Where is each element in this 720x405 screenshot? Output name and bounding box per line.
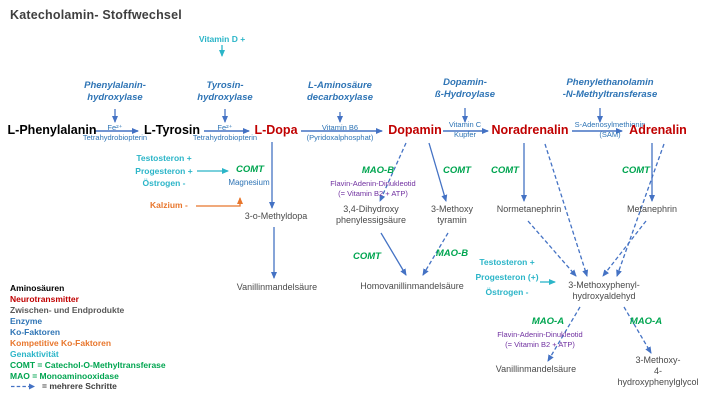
legend-item-kompetitive-kofaktoren: Kompetitive Ko-Faktoren: [10, 338, 112, 348]
arrow-adrenalin-aldehyd: [616, 143, 665, 277]
legend-item-kofaktoren: Ko-Faktoren: [10, 327, 61, 337]
enzyme-block-phenylalanin-hydroxylase: Phenylalanin- hydroxylase Fe²⁺ Tetrahydr…: [83, 62, 147, 160]
legend-item-comt: COMT = Catechol-O-Methyltransferase: [10, 360, 166, 370]
product-normetanephrin: Normetanephrin: [496, 204, 562, 214]
legend-item-mao: MAO = Monoaminooxidase: [10, 371, 119, 381]
arrow-normetanephrin-aldehyd: [527, 220, 577, 277]
arrow-dopamin-methoxytyramin: [428, 142, 448, 202]
legend-item-aminosaeuren: Aminosäuren: [10, 283, 65, 293]
enzyme-block-dopamin-b-hydroxylase: Dopamin- ß-Hydroylase Vitamin C Kupfer: [435, 59, 495, 157]
enzyme-cofactors: S-Adenosylmethionin (SAM): [574, 120, 646, 139]
comt-label-dopa: COMT: [236, 164, 264, 175]
magnesium-cofactor: Magnesium: [228, 178, 270, 187]
enzyme-block-aminosaeure-decarboxylase: L-Aminosäure decarboxylase Vitamin B6 (P…: [307, 62, 374, 160]
comt-label-dopamin: COMT: [443, 165, 471, 176]
mao-b-label-upper: MAO-B: [361, 165, 395, 176]
product-dihydroxyphenylessigsaeure: 3,4-Dihydroxy phenylessigsäure: [335, 204, 407, 225]
product-methoxyphenyl-hydroxyaldehyd: 3-Methoxyphenyl- hydroxyaldehyd: [568, 280, 640, 301]
legend-item-enzyme: Enzyme: [10, 316, 43, 326]
enzyme-name: Phenylalanin- hydroxylase: [84, 80, 146, 103]
enzyme-block-tyrosin-hydroxylase: Tyrosin- hydroxylase Fe²⁺ Tetrahydrobiop…: [193, 62, 257, 160]
dashed-arrow-icon: [11, 383, 35, 389]
enzyme-cofactors: Fe²⁺ Tetrahydrobiopterin: [192, 123, 258, 142]
product-homovanillinmandelsaeure: Homovanillinmandelsäure: [360, 281, 464, 291]
node-adrenalin: Adrenalin: [629, 123, 687, 137]
enzyme-cofactors: Vitamin B6 (Pyridoxalphosphat): [306, 123, 374, 142]
hormones-right-block: Testosteron + Progesteron (+) Östrogen -: [475, 257, 539, 297]
product-3-o-methyldopa: 3-o-Methyldopa: [244, 211, 308, 221]
arrow-methoxytyramin-homovanillin: [422, 232, 449, 276]
legend-item-genaktivitaet: Genaktivität: [10, 349, 59, 359]
node-noradrenalin: Noradrenalin: [491, 123, 569, 137]
legend-label-mehrere-schritte: = mehrere Schritte: [42, 381, 117, 391]
arrow-aldehyd-vanillinmandelsaeure: [547, 306, 581, 362]
hormones-left-block: Testosteron + Progesteron + Östrogen -: [135, 153, 193, 188]
arrow-dopamin-dihydroxyphenylessigsaeure: [379, 142, 407, 202]
arrow-kalzium: [196, 197, 243, 207]
mao-a-label-right: MAO-A: [629, 316, 663, 327]
legend-item-mehrere-schritte: = mehrere Schritte: [10, 381, 117, 391]
node-l-tyrosin: L-Tyrosin: [143, 123, 201, 137]
enzyme-block-pnmt: Phenylethanolamin -N-Methyltransferase S…: [563, 59, 658, 157]
mao-a-label-left: MAO-A: [531, 316, 565, 327]
comt-label-noradrenalin: COMT: [491, 165, 519, 176]
enzyme-name: Phenylethanolamin -N-Methyltransferase: [562, 77, 658, 100]
enzyme-name: Tyrosin- hydroxylase: [197, 80, 253, 103]
page-title: Katecholamin- Stoffwechsel: [10, 8, 182, 22]
mao-b-label-lower: MAO-B: [435, 248, 469, 259]
product-metanephrin: Metanephrin: [626, 204, 678, 214]
legend-item-zwischenprodukte: Zwischen- und Endprodukte: [10, 305, 125, 315]
comt-label-lower: COMT: [353, 251, 381, 262]
enzyme-name: Dopamin- ß-Hydroylase: [434, 77, 496, 100]
fad-cofactor-upper: Flavin-Adenin-Dinukleotid (= Vitamin B2 …: [330, 179, 416, 198]
node-l-phenylalanin: L-Phenylalanin: [7, 123, 97, 137]
legend-item-neurotransmitter: Neurotransmitter: [10, 294, 79, 304]
arrow-noradrenalin-aldehyd: [544, 143, 589, 277]
enzyme-cofactors: Fe²⁺ Tetrahydrobiopterin: [82, 123, 148, 142]
kalzium-competitive-cofactor: Kalzium -: [150, 200, 188, 210]
node-dopamin: Dopamin: [388, 123, 442, 137]
product-methoxy-hydroxyphenylglycol: 3-Methoxy- 4-hydroxyphenylglycol: [617, 355, 699, 387]
enzyme-cofactors: Vitamin C Kupfer: [448, 120, 482, 139]
arrow-metanephrin-aldehyd: [602, 220, 647, 277]
gene-activity-vitamin-d: Vitamin D +: [198, 34, 246, 44]
enzyme-name: L-Aminosäure decarboxylase: [306, 80, 374, 103]
arrow-aldehyd-hydroxyphenylglycol: [623, 306, 652, 354]
node-l-dopa: L-Dopa: [254, 123, 298, 137]
product-vanillinmandelsaeure-left: Vanillinmandelsäure: [236, 282, 318, 292]
product-3-methoxytyramin: 3-Methoxy tyramin: [430, 204, 474, 225]
fad-cofactor-lower: Flavin-Adenin-Dinukleotid (= Vitamin B2 …: [497, 330, 583, 349]
arrow-dihydroxy-homovanillin: [380, 232, 407, 276]
product-vanillinmandelsaeure-bottom: Vanillinmandelsäure: [495, 364, 577, 374]
comt-label-adrenalin: COMT: [622, 165, 650, 176]
